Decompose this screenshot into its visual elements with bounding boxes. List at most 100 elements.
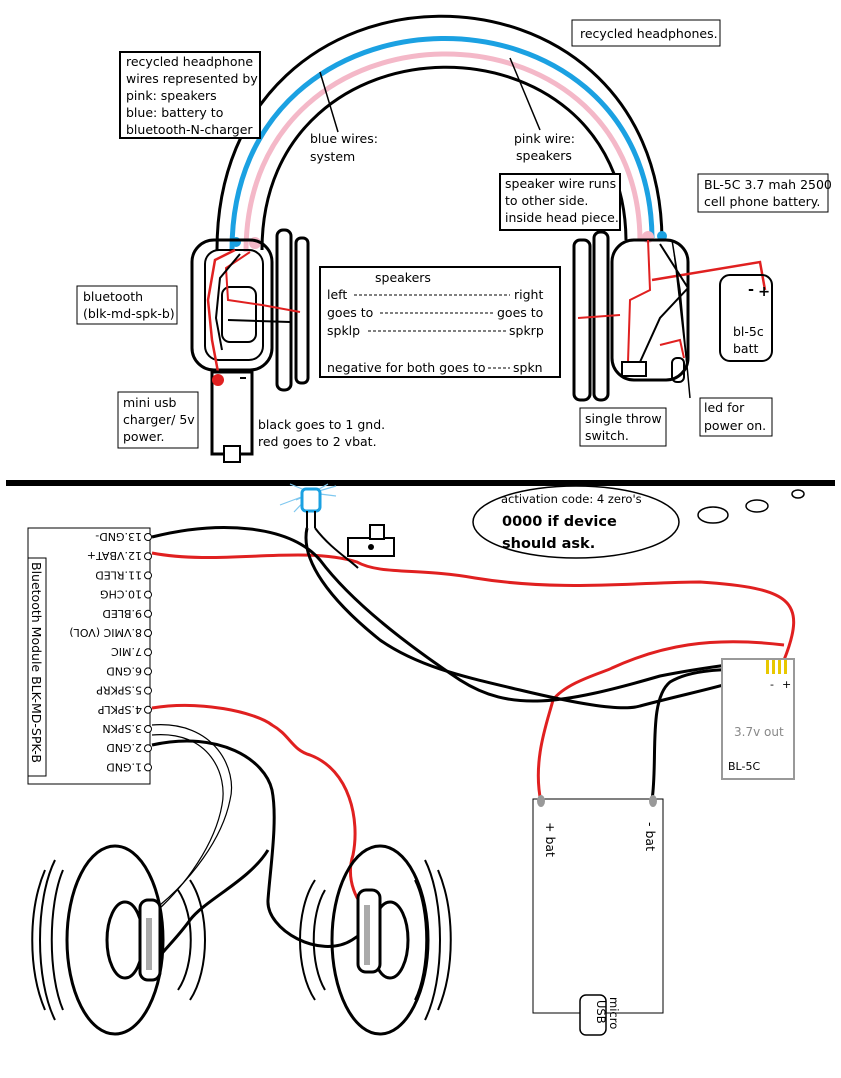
pin-dot [144, 629, 152, 637]
bl5c-plus: + [782, 678, 791, 691]
bluetooth-label-2: (blk-md-spk-b) [83, 306, 175, 321]
pin-label: 13.GND- [95, 530, 142, 543]
single-throw-box [579, 407, 667, 447]
pin-label: 4.SPKLP [98, 703, 142, 716]
wire-spkrp-red [151, 703, 369, 912]
charger-plus-terminal [537, 795, 545, 807]
blue-wires-1: blue wires: [310, 131, 378, 146]
mini-usb-3: power. [123, 429, 164, 444]
speakers-row3-left: spklp [327, 323, 360, 338]
charger-minus-bat: - bat [643, 822, 658, 851]
pin-label: 2.GND [106, 741, 142, 754]
battery-terminals [766, 660, 787, 674]
recycled-headphones-text: recycled headphones. [580, 26, 718, 41]
pin-dot [144, 763, 152, 772]
pin-label: 11.RLED [95, 568, 142, 581]
speaker-wire-box [499, 173, 621, 231]
left-speaker [31, 844, 206, 1036]
top-batt-plus: + [758, 284, 770, 300]
module-title-box [27, 557, 47, 777]
pin-dot [144, 686, 152, 695]
single-throw-2: switch. [585, 428, 629, 443]
pin-dot [144, 552, 152, 561]
pin-dot [144, 590, 152, 599]
pin-dot [144, 648, 152, 657]
micro-usb-1: micro [607, 997, 621, 1029]
bubble-trail-3 [791, 489, 805, 499]
left-earcup [190, 228, 310, 463]
charger-module [532, 798, 664, 1014]
pin-dot [144, 609, 152, 618]
bl5c-box [721, 658, 795, 780]
pin-dot [144, 725, 152, 733]
wire-led-black [304, 527, 785, 710]
micro-usb-port [579, 994, 607, 1036]
bubble-trail-2 [745, 499, 769, 513]
pin-label: 3.SPKN [102, 722, 142, 735]
leader-pink [509, 57, 541, 131]
pin-dot [144, 705, 152, 714]
right-speaker [299, 844, 452, 1036]
wire-spkn-black [151, 739, 371, 948]
right-earcup [572, 230, 767, 402]
wires-note-5: bluetooth-N-charger [126, 122, 253, 137]
pin-dot [144, 744, 152, 753]
headband-pink-wire [243, 51, 643, 253]
bubble-trail-1 [697, 506, 729, 524]
module-title: Bluetooth Module BLK-MD-SPK-B [29, 562, 44, 763]
speakers-row4-right: spkn [513, 360, 543, 375]
bluetooth-module [27, 527, 151, 785]
wire-vbat-red [151, 551, 796, 661]
wire-spklp-thin-2 [151, 734, 224, 911]
bl5c-minus: - [770, 678, 774, 691]
wires-note-3: pink: speakers [126, 88, 217, 103]
mini-usb-1: mini usb [123, 395, 176, 410]
speakers-row4-left: negative for both goes to [327, 360, 486, 375]
pin-label: 10.CHG [100, 588, 142, 601]
recycled-headphones-box [571, 19, 721, 47]
speakers-title: speakers [375, 270, 431, 285]
pin-list: 13.GND-12.VBAT+11.RLED10.CHG9.BLED8.VMIC… [69, 530, 152, 773]
top-batt-label-1: bl-5c [733, 324, 764, 339]
led-note-1: led for [704, 400, 745, 415]
pin-label: 12.VBAT+ [87, 549, 142, 562]
wire-gnd-black [151, 526, 779, 703]
led-note-box [699, 397, 773, 437]
wire-switch-black [314, 527, 359, 569]
leader-right [671, 239, 691, 399]
headband-black-inner [260, 65, 628, 251]
speakers-row2-right: goes to [497, 305, 543, 320]
wires-note-box [119, 51, 261, 139]
pin-label: 7.MIC [111, 645, 142, 658]
speaker-wire-3: inside head piece. [505, 210, 619, 225]
charger-minus-terminal [649, 795, 657, 807]
speaker-wire-2: to other side. [505, 193, 588, 208]
wires-note-2: wires represented by [126, 71, 258, 86]
headband-blue-wire [229, 36, 655, 251]
activation-bubble [472, 485, 680, 559]
speakers-box [319, 266, 561, 378]
pin-dot [144, 571, 152, 580]
speakers-row3-right: spkrp [509, 323, 544, 338]
switch-icon [347, 524, 395, 557]
activation-1: activation code: 4 zero's [501, 492, 642, 506]
battery-spec-1: BL-5C 3.7 mah 2500 [704, 177, 832, 192]
bluetooth-label-box [76, 285, 178, 325]
gnd-note-1: black goes to 1 gnd. [258, 417, 385, 432]
pin-dot [144, 533, 152, 541]
pin-label: 8.VMIC (VOL) [69, 626, 142, 639]
led-icon [279, 483, 337, 528]
charger-plus-bat: + bat [543, 822, 558, 857]
blue-wires-2: system [310, 149, 355, 164]
pin-label: 5.SPKRP [96, 684, 142, 697]
activation-3: should ask. [502, 536, 595, 552]
pin-label: 6.GND [106, 664, 142, 677]
activation-2: 0000 if device [502, 514, 617, 530]
pin-dot [144, 667, 152, 676]
battery-spec-box [697, 173, 829, 213]
micro-usb-2: USB [594, 1000, 608, 1024]
speakers-row1-right: right [514, 287, 543, 302]
top-battery [719, 274, 773, 362]
battery-spec-2: cell phone battery. [704, 194, 820, 209]
